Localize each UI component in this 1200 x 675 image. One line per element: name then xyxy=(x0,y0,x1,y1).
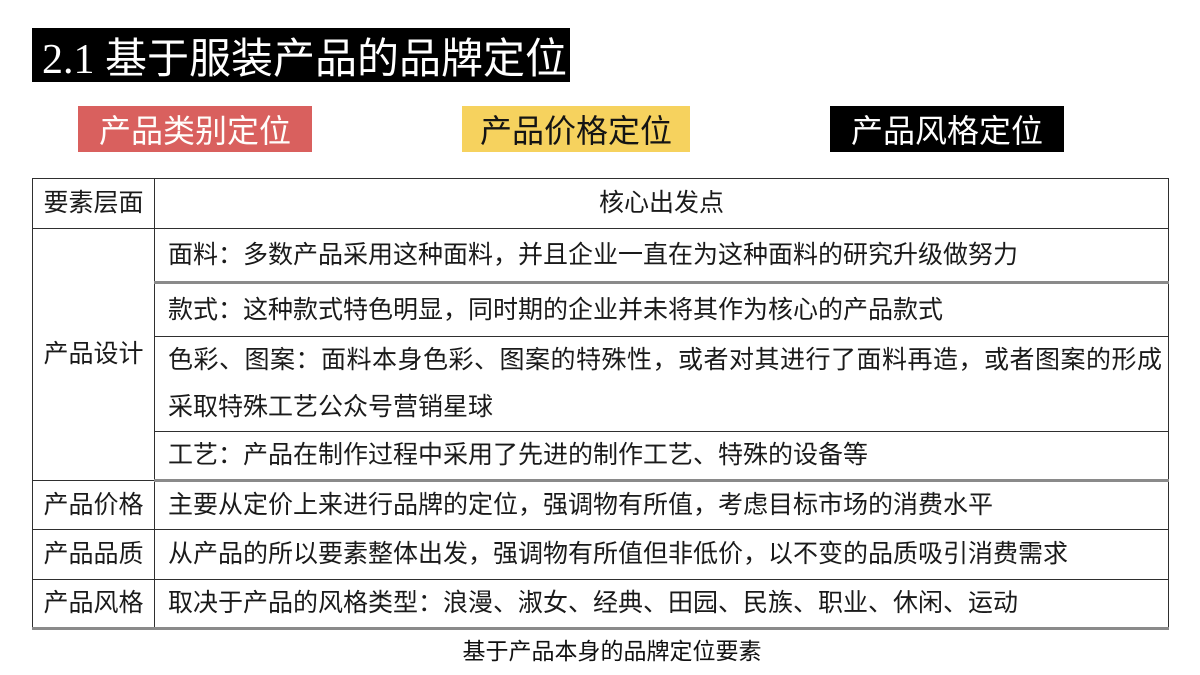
table-header-row: 要素层面 核心出发点 xyxy=(32,178,1169,229)
category-product-quality: 产品品质 xyxy=(32,529,155,580)
table-caption: 基于产品本身的品牌定位要素 xyxy=(462,639,762,664)
table-row: 款式：这种款式特色明显，同时期的企业并未将其作为核心的产品款式 xyxy=(33,282,1169,337)
label-product-price: 产品价格定位 xyxy=(462,106,690,152)
detail-color-pattern: 色彩、图案：面料本身色彩、图案的特殊性，或者对其进行了面料再造，或者图案的形成采… xyxy=(154,336,1169,432)
category-product-style: 产品风格 xyxy=(32,579,155,630)
detail-quality: 从产品的所以要素整体出发，强调物有所值但非低价，以不变的品质吸引消费需求 xyxy=(154,529,1169,580)
category-product-price: 产品价格 xyxy=(32,480,155,530)
label-product-price-text: 产品价格定位 xyxy=(479,113,672,149)
label-product-category: 产品类别定位 xyxy=(78,106,312,152)
table-row: 产品品质 从产品的所以要素整体出发，强调物有所值但非低价，以不变的品质吸引消费需… xyxy=(32,529,1169,580)
header-factor-level: 要素层面 xyxy=(32,178,155,229)
detail-fabric: 面料：多数产品采用这种面料，并且企业一直在为这种面料的研究升级做努力 xyxy=(154,228,1169,284)
label-product-style-text: 产品风格定位 xyxy=(850,113,1043,149)
table-row: 产品价格 主要从定价上来进行品牌的定位，强调物有所值，考虑目标市场的消费水平 xyxy=(32,480,1169,530)
brand-positioning-table: 要素层面 核心出发点 产品设计 面料：多数产品采用这种面料，并且企业一直在为这种… xyxy=(32,178,1169,630)
label-product-style: 产品风格定位 xyxy=(830,106,1064,152)
label-product-category-text: 产品类别定位 xyxy=(98,113,291,149)
detail-craft: 工艺：产品在制作过程中采用了先进的制作工艺、特殊的设备等 xyxy=(154,431,1169,482)
detail-price: 主要从定价上来进行品牌的定位，强调物有所值，考虑目标市场的消费水平 xyxy=(154,480,1169,530)
table-row: 色彩、图案：面料本身色彩、图案的特殊性，或者对其进行了面料再造，或者图案的形成采… xyxy=(33,336,1169,432)
category-product-design: 产品设计 xyxy=(32,228,155,481)
table-row: 产品风格 取决于产品的风格类型：浪漫、淑女、经典、田园、民族、职业、休闲、运动 xyxy=(32,579,1169,630)
page-title: 2.1 基于服装产品的品牌定位 xyxy=(32,28,570,83)
detail-style-type: 取决于产品的风格类型：浪漫、淑女、经典、田园、民族、职业、休闲、运动 xyxy=(154,579,1169,630)
table-row: 产品设计 面料：多数产品采用这种面料，并且企业一直在为这种面料的研究升级做努力 xyxy=(32,228,1169,481)
header-core-point: 核心出发点 xyxy=(154,178,1169,229)
page-title-text: 2.1 基于服装产品的品牌定位 xyxy=(42,36,568,83)
detail-style: 款式：这种款式特色明显，同时期的企业并未将其作为核心的产品款式 xyxy=(154,282,1169,337)
table-row: 工艺：产品在制作过程中采用了先进的制作工艺、特殊的设备等 xyxy=(33,431,1169,482)
